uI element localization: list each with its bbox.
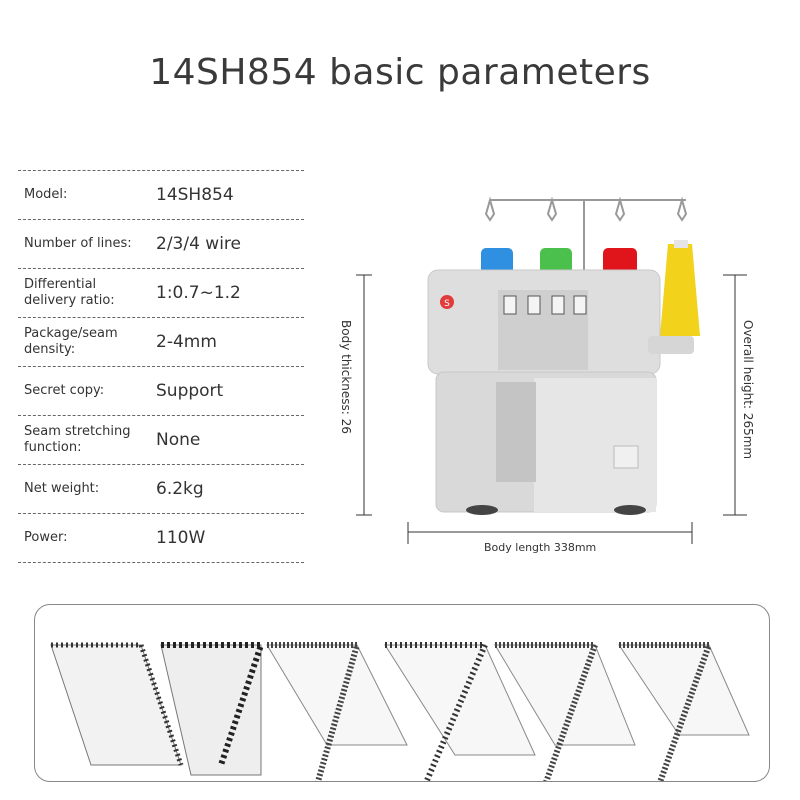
stitch-sample-1 xyxy=(50,642,184,766)
stitch-sample-6 xyxy=(618,642,750,787)
spec-row-secret-copy: Secret copy: Support xyxy=(18,367,304,416)
thread-cone-red xyxy=(603,248,637,276)
spec-label: Differential delivery ratio: xyxy=(24,277,115,308)
thread-cone-yellow xyxy=(660,244,700,336)
spec-row-stretching: Seam stretching function: None xyxy=(18,416,304,465)
stitch-sample-5 xyxy=(494,642,636,787)
spec-value: 2/3/4 wire xyxy=(156,234,242,254)
stitch-samples xyxy=(50,642,750,787)
page-title: 14SH854 basic parameters xyxy=(149,52,651,93)
spec-row-power: Power: 110W xyxy=(18,514,304,563)
svg-text:S: S xyxy=(444,299,450,309)
stitch-sample-4 xyxy=(384,642,536,787)
spec-table: Model: 14SH854 Number of lines: 2/3/4 wi… xyxy=(18,170,304,563)
spec-value: Support xyxy=(156,381,224,401)
spec-value: None xyxy=(156,430,201,450)
machine-body: S xyxy=(427,269,694,515)
spec-value: 14SH854 xyxy=(156,185,234,205)
stitch-samples-panel xyxy=(34,604,770,787)
thread-cone-green xyxy=(540,248,572,276)
spec-value: 2-4mm xyxy=(156,332,217,352)
spec-value: 1:0.7~1.2 xyxy=(156,283,241,303)
body-length-label: Body length 338mm xyxy=(484,541,597,554)
spec-label: Package/seam density: xyxy=(24,326,118,357)
overall-height-label: Overall height: 265mm xyxy=(741,320,755,460)
spec-row-weight: Net weight: 6.2kg xyxy=(18,465,304,514)
stitch-sample-3 xyxy=(266,642,408,786)
spec-row-model: Model: 14SH854 xyxy=(18,171,304,220)
spec-label: Seam stretching function: xyxy=(24,424,131,455)
spec-row-density: Package/seam density: 2-4mm xyxy=(18,318,304,367)
dimension-lines xyxy=(356,274,747,544)
spec-label: Model: xyxy=(24,187,68,202)
spec-row-lines: Number of lines: 2/3/4 wire xyxy=(18,220,304,269)
thread-cones xyxy=(481,240,700,336)
brand-logo-icon xyxy=(440,295,454,309)
spec-label: Number of lines: xyxy=(24,236,132,251)
thread-cone-blue xyxy=(481,248,513,276)
spec-label: Secret copy: xyxy=(24,383,105,398)
spec-label: Power: xyxy=(24,530,68,545)
overlock-machine-illustration: S xyxy=(356,196,747,544)
thread-stand xyxy=(484,196,688,280)
spec-value: 110W xyxy=(156,528,206,548)
body-thickness-label: Body thickness: 26 xyxy=(339,320,353,434)
stitch-sample-2 xyxy=(160,642,266,776)
spec-label: Net weight: xyxy=(24,481,100,496)
spec-value: 6.2kg xyxy=(156,479,204,499)
spec-row-differential: Differential delivery ratio: 1:0.7~1.2 xyxy=(18,269,304,318)
